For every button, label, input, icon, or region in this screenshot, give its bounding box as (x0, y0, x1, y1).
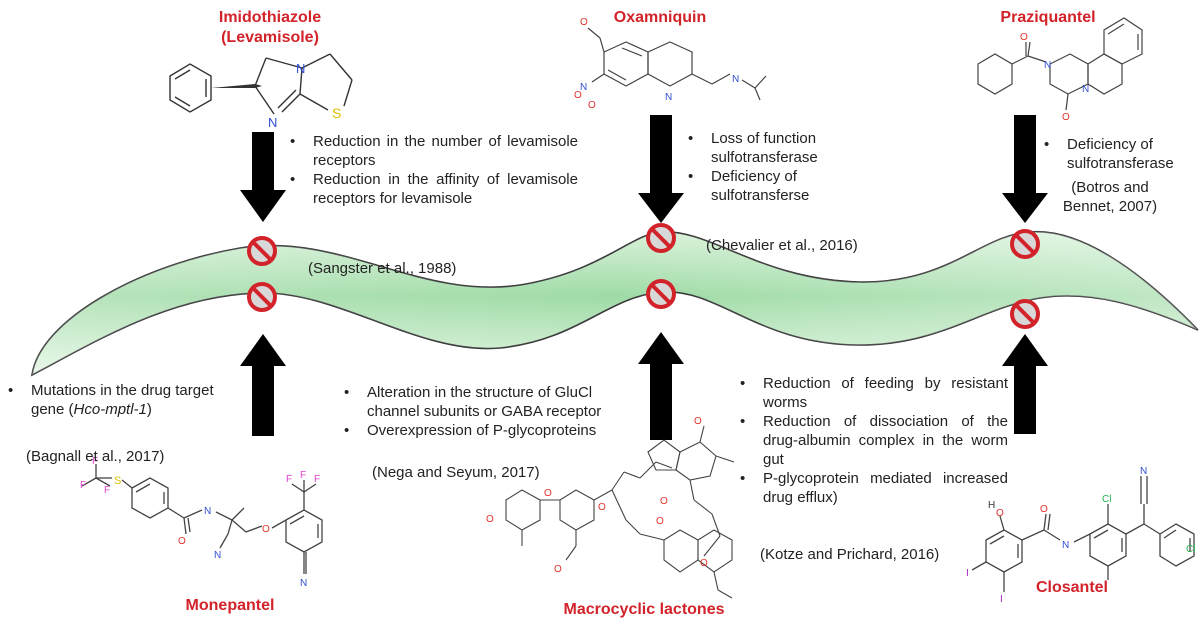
macrocyclic-atom-o3: O (660, 496, 668, 507)
mechanism-list-levamisole: Reduction in the number of levamisole re… (286, 132, 578, 208)
mechanism-item: Reduction in the affinity of levamisole … (286, 170, 578, 208)
praziquantel-structure (977, 17, 1143, 111)
drug-name-monepantel: Monepantel (185, 597, 275, 614)
closantel-atom-nh: N (1062, 540, 1069, 551)
arrow-monepantel (240, 334, 286, 436)
drug-name-praziquantel: Praziquantel (1000, 9, 1096, 26)
arrow-levamisole (240, 132, 286, 222)
monepantel-atom-f6: F (300, 470, 306, 481)
praziquantel-atom-o1: O (1020, 32, 1028, 43)
closantel-atom-n-cn: N (1140, 466, 1147, 477)
monepantel-atom-f3: F (92, 456, 98, 467)
mechanism-list-praziquantel: Deficiency of sulfotransferase (1040, 135, 1200, 173)
drug-name-levamisole: Imidothiazole (Levamisole) (180, 8, 360, 48)
closantel-atom-o1: O (996, 508, 1004, 519)
closantel-structure (971, 476, 1195, 592)
drug-name-levamisole-line2: (Levamisole) (221, 29, 319, 46)
mechanism-item: Alteration in the structure of GluCl cha… (340, 383, 648, 421)
mechanism-item: Reduction of feeding by resistant worms (736, 374, 1008, 412)
macrocyclic-atom-o5: O (700, 558, 708, 569)
mechanism-item: Mutations in the drug target gene (Hco-m… (4, 381, 234, 419)
monepantel-structure (81, 464, 323, 574)
macrocyclic-atom-o1: O (544, 488, 552, 499)
oxamniquin-structure (587, 27, 767, 101)
levamisole-atom-n1: N (296, 61, 305, 76)
levamisole-structure (169, 53, 353, 115)
macrocyclic-atom-o6: O (554, 564, 562, 575)
macrocyclic-atom-o4: O (656, 516, 664, 527)
reference-macrocyclic: (Nega and Seyum, 2017) (372, 464, 540, 481)
reference-monepantel: (Bagnall et al., 2017) (26, 448, 165, 465)
monepantel-atom-o1: O (178, 536, 186, 547)
macrocyclic-atom-oh2: O (486, 514, 494, 525)
praziquantel-atom-o2: O (1062, 112, 1070, 123)
arrow-oxamniquin (638, 115, 684, 223)
mechanism-list-oxamniquin: Loss of function sulfotransferase Defici… (684, 129, 894, 205)
mechanism-list-monepantel: Mutations in the drug target gene (Hco-m… (4, 381, 234, 419)
macrocyclic-atom-o2: O (598, 502, 606, 513)
reference-closantel: (Kotze and Prichard, 2016) (760, 546, 940, 563)
monepantel-atom-s: S (114, 475, 121, 487)
no-sign-praziquantel (1010, 229, 1040, 259)
drug-name-macrocyclic-lactones: Macrocyclic lactones (563, 601, 725, 618)
mechanism-list-closantel: Reduction of feeding by resistant worms … (736, 374, 1008, 507)
no-sign-oxamniquin (646, 223, 676, 253)
macrocyclic-atom-oh1: O (694, 416, 702, 427)
oxamniquin-atom-nh2: N (732, 74, 739, 85)
worm-body (30, 231, 1199, 377)
praziquantel-atom-n2: N (1082, 84, 1089, 95)
monepantel-atom-f1: F (80, 480, 86, 491)
closantel-atom-o2: O (1040, 504, 1048, 515)
mechanism-item: Loss of function sulfotransferase (684, 129, 894, 167)
mechanism-item: Deficiency of sulfotransferse (684, 167, 894, 205)
oxamniquin-atom-nh1: N (665, 92, 672, 103)
reference-praziquantel: (Botros and Bennet, 2007) (1062, 179, 1158, 215)
gene-name: Hco-mptl-1 (73, 401, 147, 418)
oxamniquin-atom-oh: O (580, 17, 588, 28)
no-sign-monepantel (247, 282, 277, 312)
oxamniquin-atom-o2: O (588, 100, 596, 111)
monepantel-atom-o2: O (262, 524, 270, 535)
mechanism-item: Reduction in the number of levamisole re… (286, 132, 578, 170)
mechanism-list-macrocyclic: Alteration in the structure of GluCl cha… (340, 383, 648, 440)
arrow-closantel (1002, 334, 1048, 434)
closantel-atom-cl2: Cl (1186, 544, 1195, 555)
oxamniquin-atom-o1: O (574, 90, 582, 101)
levamisole-atom-n2: N (268, 115, 277, 130)
arrow-praziquantel (1002, 115, 1048, 223)
monepantel-atom-f4: F (286, 474, 292, 485)
no-sign-closantel (1010, 299, 1040, 329)
drug-name-closantel: Closantel (1035, 579, 1108, 596)
drug-name-oxamniquin: Oxamniquin (613, 9, 707, 26)
monepantel-atom-f2: F (104, 485, 110, 496)
monepantel-atom-f5: F (314, 474, 320, 485)
praziquantel-atom-n1: N (1044, 60, 1051, 71)
closantel-atom-cl1: Cl (1102, 494, 1111, 505)
mechanism-item: Overexpression of P-glycoproteins (340, 421, 648, 440)
mechanism-item: P-glycoprotein mediated increased drug e… (736, 469, 1008, 507)
levamisole-atom-s: S (332, 105, 341, 121)
reference-levamisole: (Sangster et al., 1988) (308, 260, 457, 277)
no-sign-macrocyclic (646, 279, 676, 309)
mechanism-item: Deficiency of sulfotransferase (1040, 135, 1200, 173)
arrow-macrocyclic (638, 332, 684, 440)
mechanism-text: Mutations in the drug target gene ( (31, 382, 214, 418)
oxamniquin-atom-no2: N (580, 82, 587, 93)
mechanism-text-suffix: ) (146, 401, 152, 418)
drug-name-levamisole-line1: Imidothiazole (218, 9, 322, 26)
closantel-atom-i1: I (966, 568, 969, 579)
reference-oxamniquin: (Chevalier et al., 2016) (706, 237, 858, 254)
monepantel-atom-n-cn: N (214, 550, 221, 561)
macrocyclic-structure (505, 425, 735, 599)
closantel-atom-i2: I (1000, 594, 1003, 605)
monepantel-atom-nh: N (204, 506, 211, 517)
monepantel-atom-n-cn2: N (300, 578, 307, 589)
mechanism-item: Reduction of dissociation of the drug-al… (736, 412, 1008, 469)
no-sign-levamisole (247, 236, 277, 266)
